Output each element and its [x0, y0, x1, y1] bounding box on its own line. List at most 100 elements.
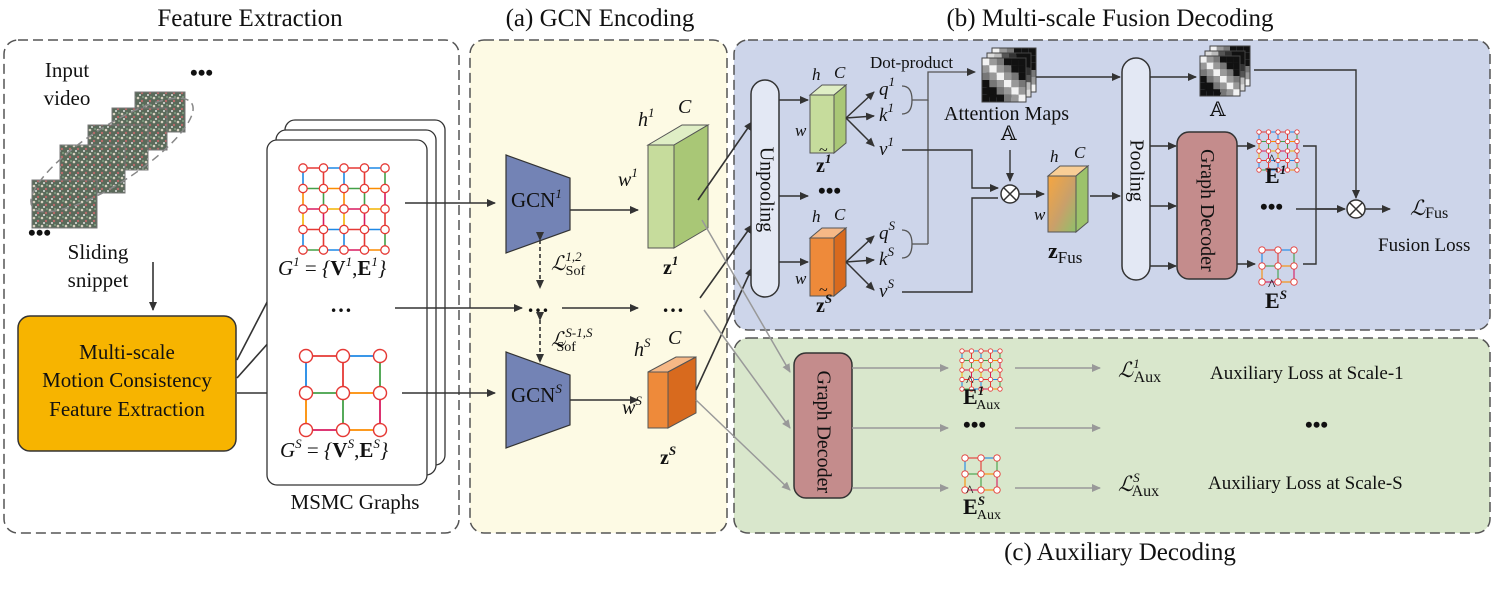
attention-cell	[996, 58, 1004, 66]
graph-node	[978, 376, 984, 383]
attention-cell	[1233, 56, 1240, 63]
cube1-w-label: w1	[618, 165, 638, 191]
graph-node	[318, 204, 329, 214]
loss-aux-1-label: ℒ1Aux	[1118, 356, 1162, 386]
attention-frame	[981, 57, 1027, 103]
attention-cell	[1216, 46, 1224, 53]
attention-cell	[1218, 51, 1225, 58]
graph-node	[997, 348, 1003, 354]
attention-cell	[1233, 76, 1240, 83]
attention-cell	[1011, 80, 1019, 88]
graph-scale-1	[298, 163, 390, 255]
graph-node	[1284, 129, 1291, 135]
graph-decoder-fusion[interactable]	[1176, 131, 1238, 280]
attention-cell	[1226, 56, 1234, 63]
graph-node	[1294, 129, 1300, 135]
graph-node	[1284, 157, 1291, 164]
graph-node	[978, 367, 984, 373]
attention-symbol: 𝔸	[1001, 123, 1017, 145]
attention-cell	[982, 65, 990, 73]
motion-consistency-extraction-box	[17, 315, 237, 452]
attention-cell	[1018, 65, 1026, 73]
attention-cell	[1200, 76, 1207, 83]
graph-node	[961, 454, 969, 462]
attention-cell	[1004, 58, 1012, 66]
graph-node	[987, 386, 994, 392]
attention-cell	[1226, 82, 1234, 90]
attention-cell	[1014, 48, 1022, 56]
attention-cell	[1238, 71, 1245, 78]
pooling-block[interactable]	[1121, 57, 1151, 281]
graph-node	[318, 224, 329, 235]
attention-cell	[996, 87, 1004, 95]
sliding-snippet-line-1: Sliding	[67, 240, 129, 264]
loss-sof-S1S: ℒS-1,SSof	[551, 325, 593, 355]
graph-node	[1294, 138, 1300, 145]
graph-node	[1284, 148, 1291, 154]
loss-fus-label: ℒFus	[1410, 196, 1449, 222]
attention-cell	[1233, 69, 1240, 76]
graph-node	[1274, 246, 1282, 254]
cube1-h-label: h1	[638, 105, 655, 131]
attention-cell	[1236, 46, 1244, 53]
section-title-feature-extraction: Feature Extraction	[157, 5, 343, 32]
graph-node	[380, 163, 390, 173]
attention-cell	[1243, 66, 1250, 73]
graph-node	[359, 183, 370, 194]
attention-cell	[1206, 56, 1214, 63]
attention-cell	[1009, 53, 1017, 61]
attention-cell	[1004, 94, 1012, 102]
video-frames	[30, 91, 194, 229]
graph-node	[993, 470, 1001, 478]
cubeS-c-label: C	[668, 327, 682, 349]
attention-cell	[996, 94, 1004, 102]
attention-cell	[1006, 48, 1014, 56]
extraction-line-1: Multi-scale	[79, 340, 175, 364]
attention-cell	[1001, 53, 1009, 61]
unpooling-block[interactable]	[750, 79, 780, 298]
pooled-attention-symbol: 𝔸	[1210, 87, 1226, 120]
input-video-line-1: Input	[44, 58, 90, 82]
graph-node	[372, 385, 388, 401]
graph-node	[335, 348, 351, 364]
fusion-cube-dots: •••	[818, 178, 842, 203]
unpooled-cube-zS	[808, 226, 848, 298]
cubeS-h-label: hS	[634, 335, 651, 361]
graph-node	[959, 376, 965, 383]
extraction-line-2: Motion Consistency	[42, 368, 212, 393]
attention-cell	[989, 80, 997, 88]
attention-cell	[989, 94, 997, 102]
z-ellipsis: …	[662, 292, 684, 317]
graph-node	[1274, 262, 1282, 270]
graph-node	[339, 204, 349, 214]
attention-cell	[1243, 52, 1250, 60]
attention-cell	[1028, 70, 1036, 78]
graph-node	[961, 470, 969, 478]
graph-node	[298, 183, 308, 194]
extraction-line-3: Feature Extraction	[49, 396, 205, 421]
unpooled-cube-z1	[808, 83, 848, 155]
attention-cell	[1213, 62, 1220, 70]
attention-cell	[1021, 48, 1029, 56]
attention-cell	[1018, 87, 1026, 95]
small-cube1-w: w	[795, 121, 807, 140]
loss-sof-12: ℒ1,2Sof	[551, 249, 586, 279]
small-cubeS-w: w	[795, 269, 807, 288]
attention-cell	[1205, 51, 1212, 58]
graph-node	[1275, 148, 1281, 154]
attention-cell	[1028, 84, 1036, 92]
E1-hat-label: E1	[1265, 153, 1286, 187]
kS-label: kS	[879, 244, 894, 270]
graph-node	[977, 454, 985, 462]
sliding-snippet-line-2: snippet	[67, 268, 129, 292]
attention-cell	[994, 53, 1002, 61]
attention-cell	[982, 58, 990, 66]
attention-cell	[987, 53, 995, 61]
graph-node	[1290, 246, 1298, 254]
extraction-box-label: Multi-scale Motion Consistency Feature E…	[18, 338, 236, 423]
attention-cell	[1206, 69, 1214, 76]
graph-node	[1256, 148, 1262, 154]
graph-node	[339, 224, 349, 235]
attention-cell	[1028, 62, 1036, 70]
graph-decoder-aux[interactable]	[793, 352, 853, 499]
